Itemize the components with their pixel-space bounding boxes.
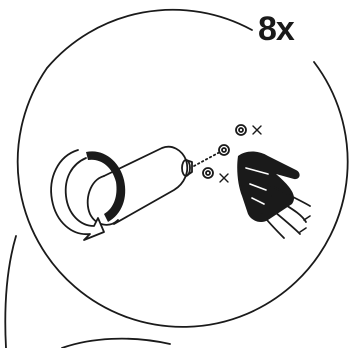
washer-icon [236,125,261,135]
screw-icon [219,145,229,155]
background-circle-bottom [62,339,170,348]
pointing-hand-icon [237,152,310,239]
quantity-label: 8x [258,12,294,46]
background-circle [5,236,16,348]
leader-line [194,152,220,166]
washer-icon-2 [203,168,228,182]
bulb-rotate-icon [51,147,192,240]
